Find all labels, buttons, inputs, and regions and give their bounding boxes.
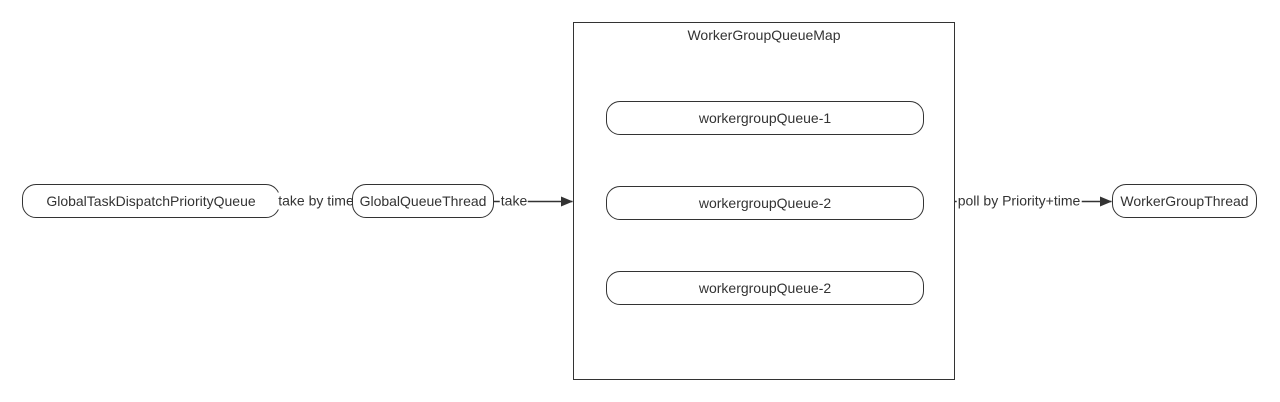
node-workergroup-queue-3: workergroupQueue-2 [606, 271, 924, 305]
node-worker-group-thread: WorkerGroupThread [1112, 184, 1257, 218]
node-global-task-dispatch-priority-queue: GlobalTaskDispatchPriorityQueue [22, 184, 280, 218]
node-workergroup-queue-1: workergroupQueue-1 [606, 101, 924, 135]
node-global-queue-thread: GlobalQueueThread [352, 184, 494, 218]
container-worker-group-queue-map: WorkerGroupQueueMap workergroupQueue-1 w… [573, 22, 955, 380]
edge-label-poll-by-priority-time: poll by Priority+time [956, 192, 1082, 210]
node-workergroup-queue-2: workergroupQueue-2 [606, 186, 924, 220]
edge-label-take-by-time: take by time [277, 192, 355, 210]
edge-label-take: take [499, 192, 529, 210]
container-title: WorkerGroupQueueMap [687, 27, 841, 43]
